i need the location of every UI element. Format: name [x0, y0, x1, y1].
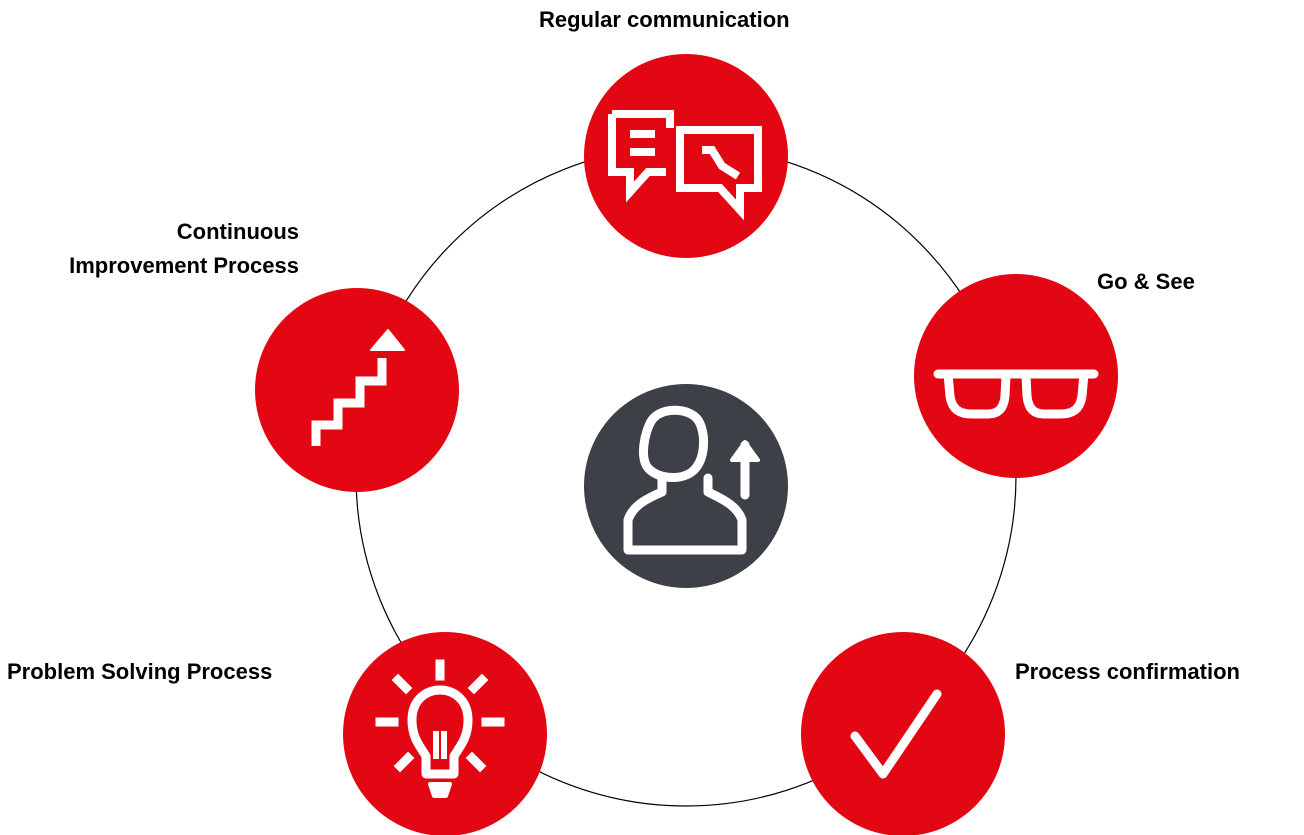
- label-go-see: Go & See: [1097, 265, 1195, 299]
- label-regular-communication: Regular communication: [539, 3, 790, 37]
- node-communication: [584, 54, 788, 258]
- label-text: Regular communication: [539, 7, 790, 32]
- label-text: Process confirmation: [1015, 659, 1240, 684]
- center-node: [584, 384, 788, 588]
- node-confirmation: [801, 632, 1005, 835]
- label-text: Problem Solving Process: [7, 659, 273, 684]
- node-improvement: [255, 288, 459, 492]
- lightbulb-icon: [375, 659, 505, 798]
- checkmark-icon: [850, 689, 942, 779]
- label-process-confirmation: Process confirmation: [1015, 655, 1240, 689]
- center-circle: [584, 384, 788, 588]
- glasses-icon: [933, 369, 1099, 419]
- label-continuous-improvement-process: Continuous Improvement Process: [0, 215, 299, 283]
- stairs-arrow-icon: [311, 329, 405, 446]
- person-growth-icon: [623, 405, 760, 555]
- node-problem: [343, 632, 547, 835]
- label-line-1: Continuous: [176, 219, 299, 244]
- chat-bubbles-icon: [608, 110, 762, 221]
- label-text: Go & See: [1097, 269, 1195, 294]
- label-problem-solving-process: Problem Solving Process: [7, 655, 272, 689]
- label-line-2: Improvement Process: [69, 253, 299, 278]
- node-go-see: [914, 274, 1118, 478]
- confirmation-circle: [801, 632, 1005, 835]
